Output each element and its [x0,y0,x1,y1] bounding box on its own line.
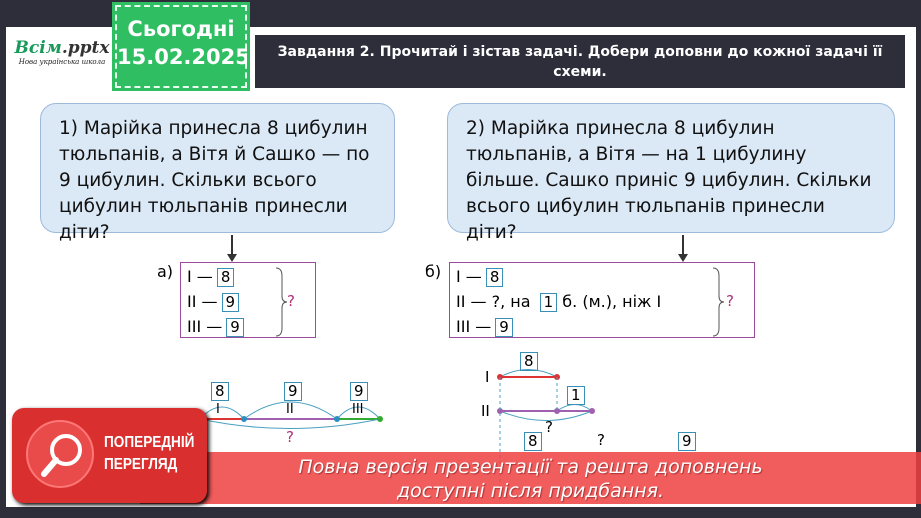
schema-a: I —8 II —9 III —9 [180,262,316,338]
banner-line: доступні після придбання. [396,480,665,502]
schema-row: III —9 [456,314,748,339]
row-name: II — ?, на [456,292,531,311]
task-1: 1) Марійка принесла 8 цибулин тюльпанів,… [40,103,395,243]
part-label: II [286,402,294,417]
badge-line: ПОПЕРЕДНІЙ [104,434,195,451]
row-name: I — [456,267,482,286]
question-mark: ? [726,292,734,310]
row-text: б. (м.), ніж I [562,292,662,311]
value-box: 9 [221,293,240,312]
question-mark: ? [287,292,295,310]
value-box: 8 [485,268,504,287]
question-mark: ? [545,418,553,436]
schema-row: I —8 [456,264,748,289]
value-box: 9 [678,432,696,451]
row-label: I [485,368,490,386]
row-name: II — [187,292,218,311]
value-box: 9 [350,382,368,401]
row-name: I — [187,267,213,286]
row-name: III — [456,317,492,336]
schema-row: II — ?, на 1 б. (м.), ніж I [456,289,748,314]
schema-row: III —9 [187,314,309,339]
value-box: 9 [284,382,302,401]
magnifier-icon [26,420,94,488]
task-header: Завдання 2. Прочитай і зістав задачі. До… [255,35,905,88]
value-box: 1 [567,386,585,405]
schema-row: I —8 [187,264,309,289]
schema-row: II —9 [187,289,309,314]
task-2: 2) Марійка принесла 8 цибулин тюльпанів,… [447,103,895,243]
value-box: 9 [495,318,513,337]
schema-b: I —8 II — ?, на 1 б. (м.), ніж I III —9 [449,262,755,338]
badge-line: ПЕРЕГЛЯД [104,456,178,473]
part-label: III [352,402,364,417]
schema-b-label: б) [425,262,442,281]
row-label: II [481,402,490,420]
value-box: 8 [211,382,229,401]
value-box: 8 [520,352,538,371]
value-box: 8 [524,432,542,451]
value-box: 8 [216,268,235,287]
question-mark: ? [597,431,605,449]
schema-a-label: а) [157,262,174,281]
preview-banner: Повна версія презентації та решта доповн… [140,452,921,504]
row-name: III — [187,317,223,336]
value-box: 9 [226,318,244,337]
preview-badge[interactable]: ПОПЕРЕДНІЙ ПЕРЕГЛЯД [12,408,207,503]
question-mark: ? [286,428,294,446]
banner-line: Повна версія презентації та решта доповн… [298,456,763,478]
part-label: I [216,402,220,417]
diagram-a [199,401,383,429]
value-box: 1 [539,293,558,312]
